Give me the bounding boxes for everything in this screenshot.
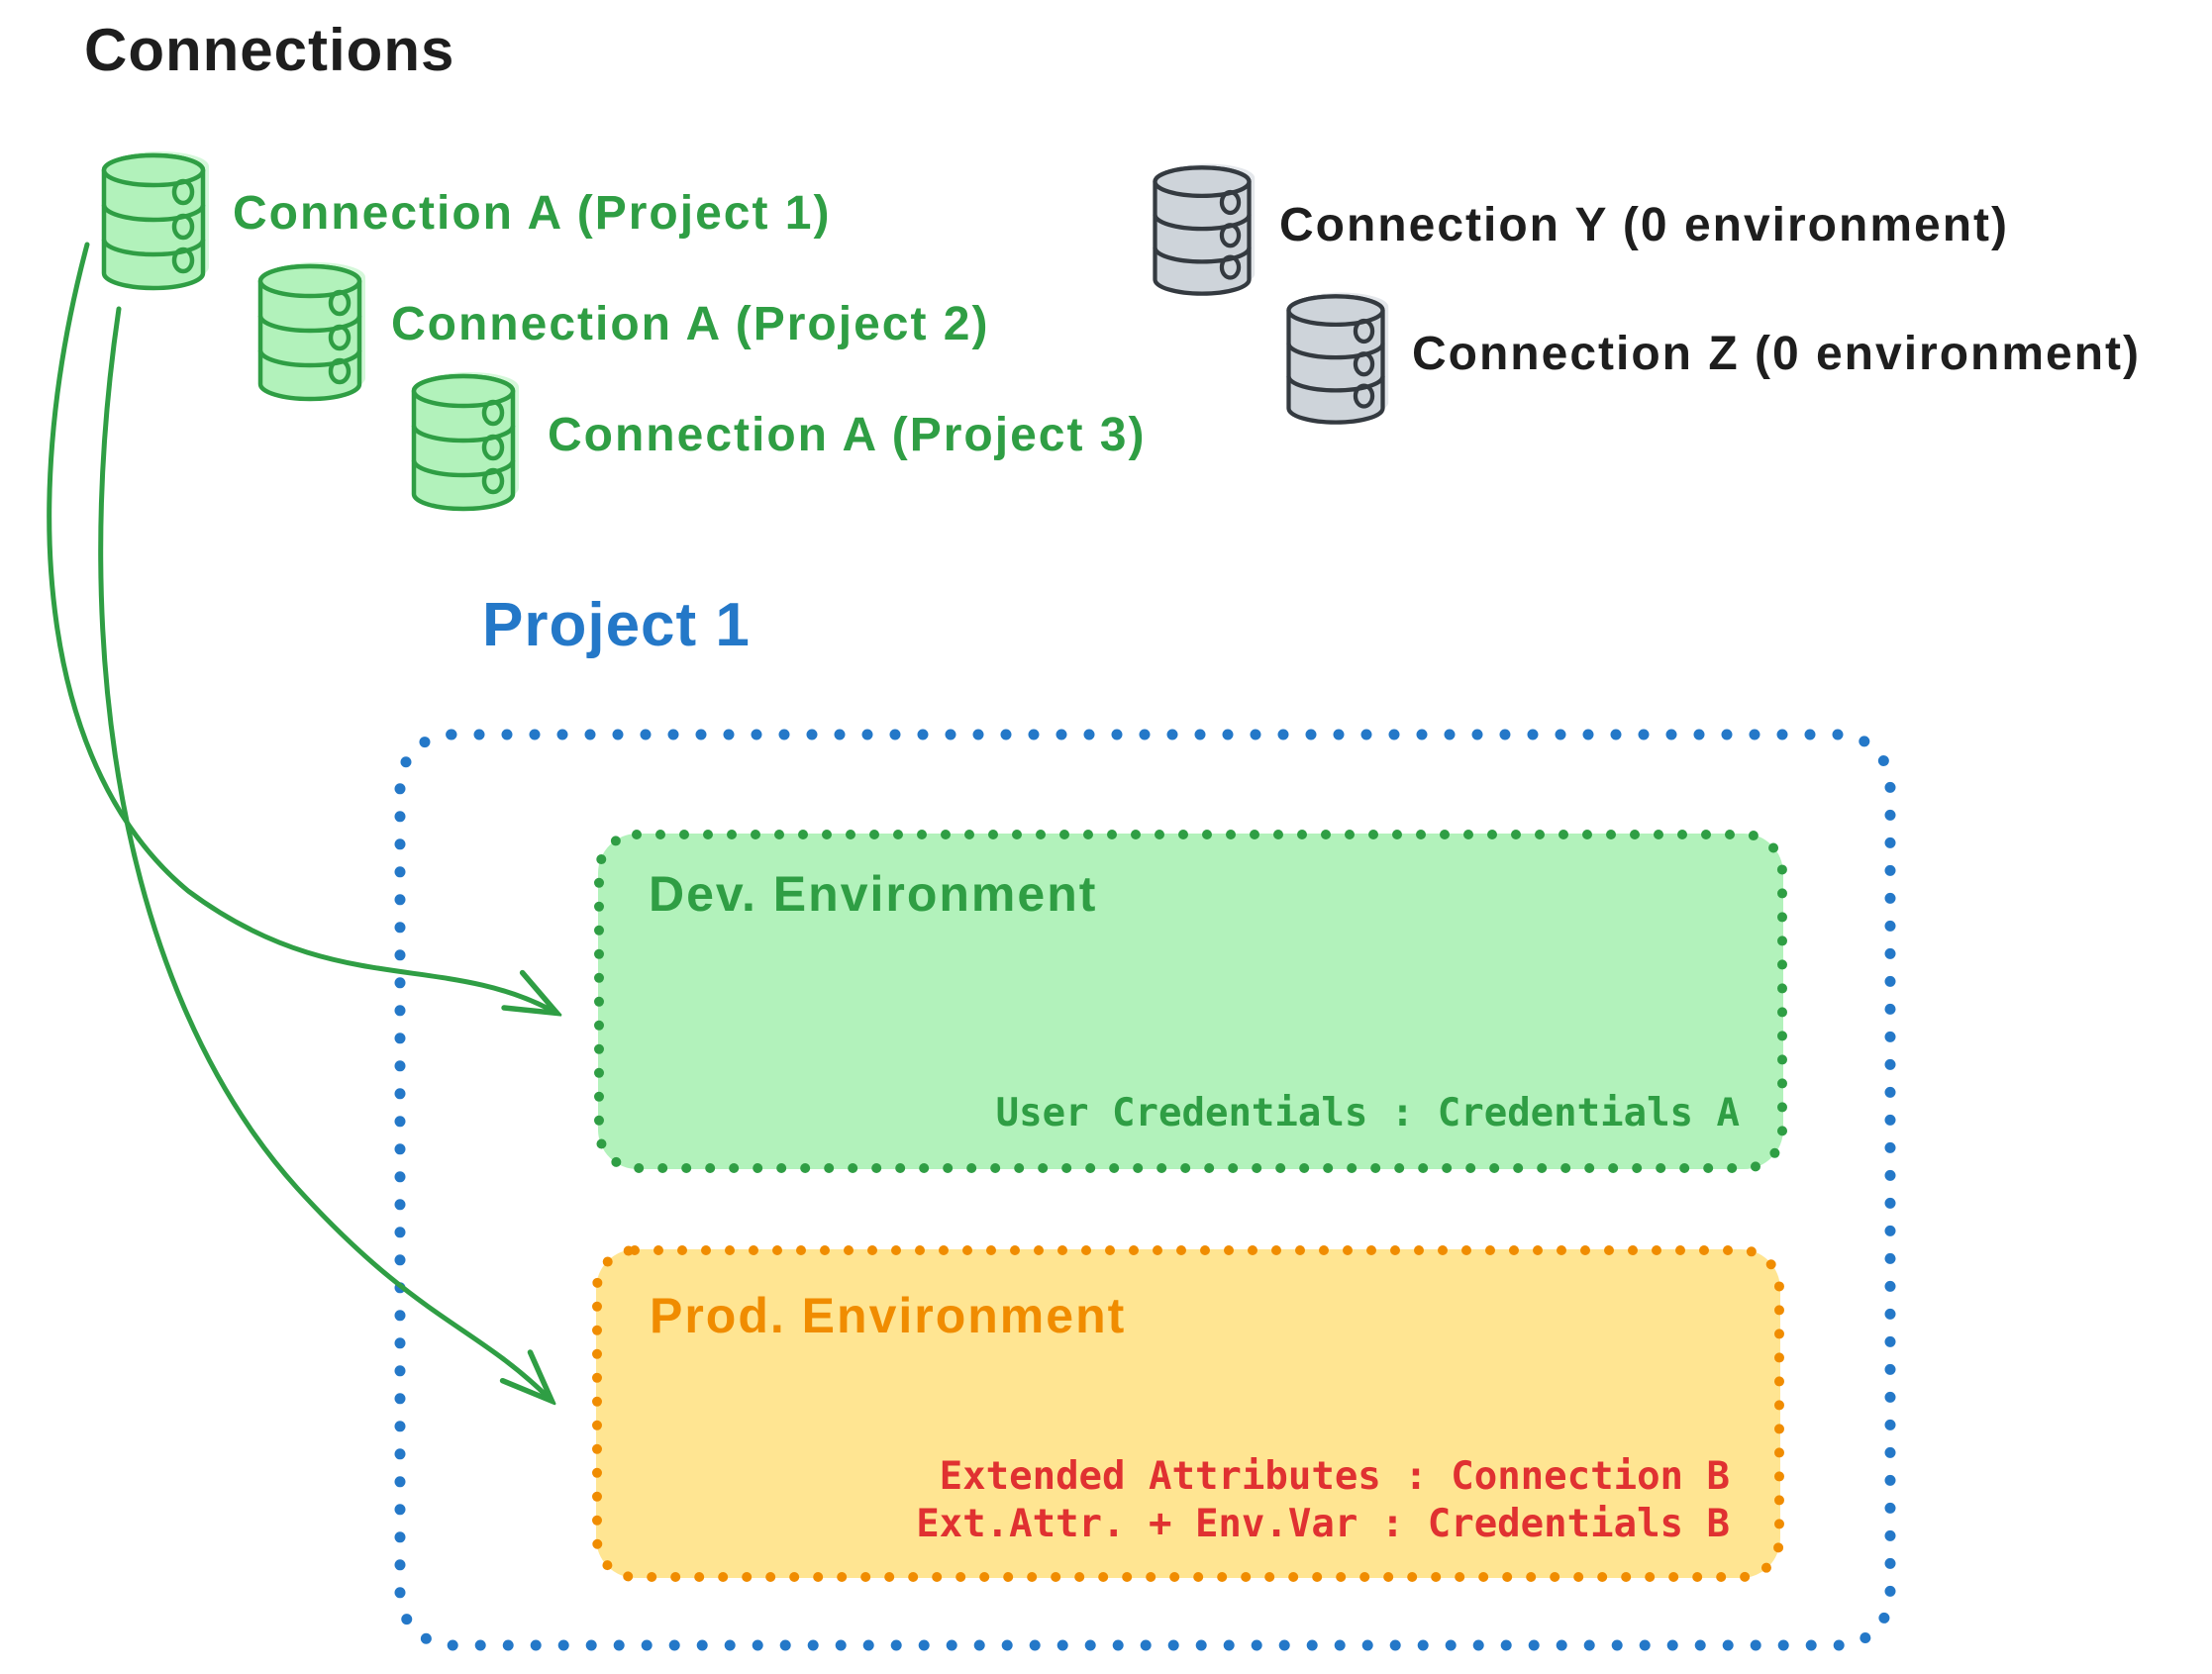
database-icon [1279, 289, 1392, 430]
connection-label-a1: Connection A (Project 1) [233, 187, 832, 240]
prod-binding-text-1: Extended Attributes : Connection B [939, 1454, 1730, 1499]
dev-environment-fill [598, 834, 1783, 1169]
database-icon [94, 148, 213, 295]
connection-label-a3: Connection A (Project 3) [548, 409, 1147, 461]
project-title: Project 1 [482, 591, 751, 659]
prod-binding-text-2: Ext.Attr. + Env.Var : Credentials B [916, 1502, 1730, 1546]
dev-credentials-text: User Credentials : Credentials A [995, 1091, 1740, 1135]
database-icon [251, 259, 369, 406]
diagram-title: Connections [84, 17, 455, 83]
connection-label-y: Connection Y (0 environment) [1279, 199, 2009, 251]
prod-environment-title: Prod. Environment [650, 1288, 1127, 1343]
database-icon [404, 369, 523, 516]
dev-environment-box: Dev. Environment User Credentials : Cred… [594, 830, 1787, 1173]
dev-environment-title: Dev. Environment [649, 866, 1098, 922]
project-boundary-outline [394, 729, 1896, 1651]
project-boundary [394, 729, 1896, 1651]
database-icon [1146, 160, 1258, 301]
connection-label-z: Connection Z (0 environment) [1412, 328, 2142, 380]
dev-environment-outline [594, 830, 1787, 1173]
prod-environment-fill [596, 1249, 1780, 1578]
connection-label-a2: Connection A (Project 2) [391, 298, 990, 350]
prod-environment-box: Prod. Environment Extended Attributes : … [592, 1245, 1784, 1582]
